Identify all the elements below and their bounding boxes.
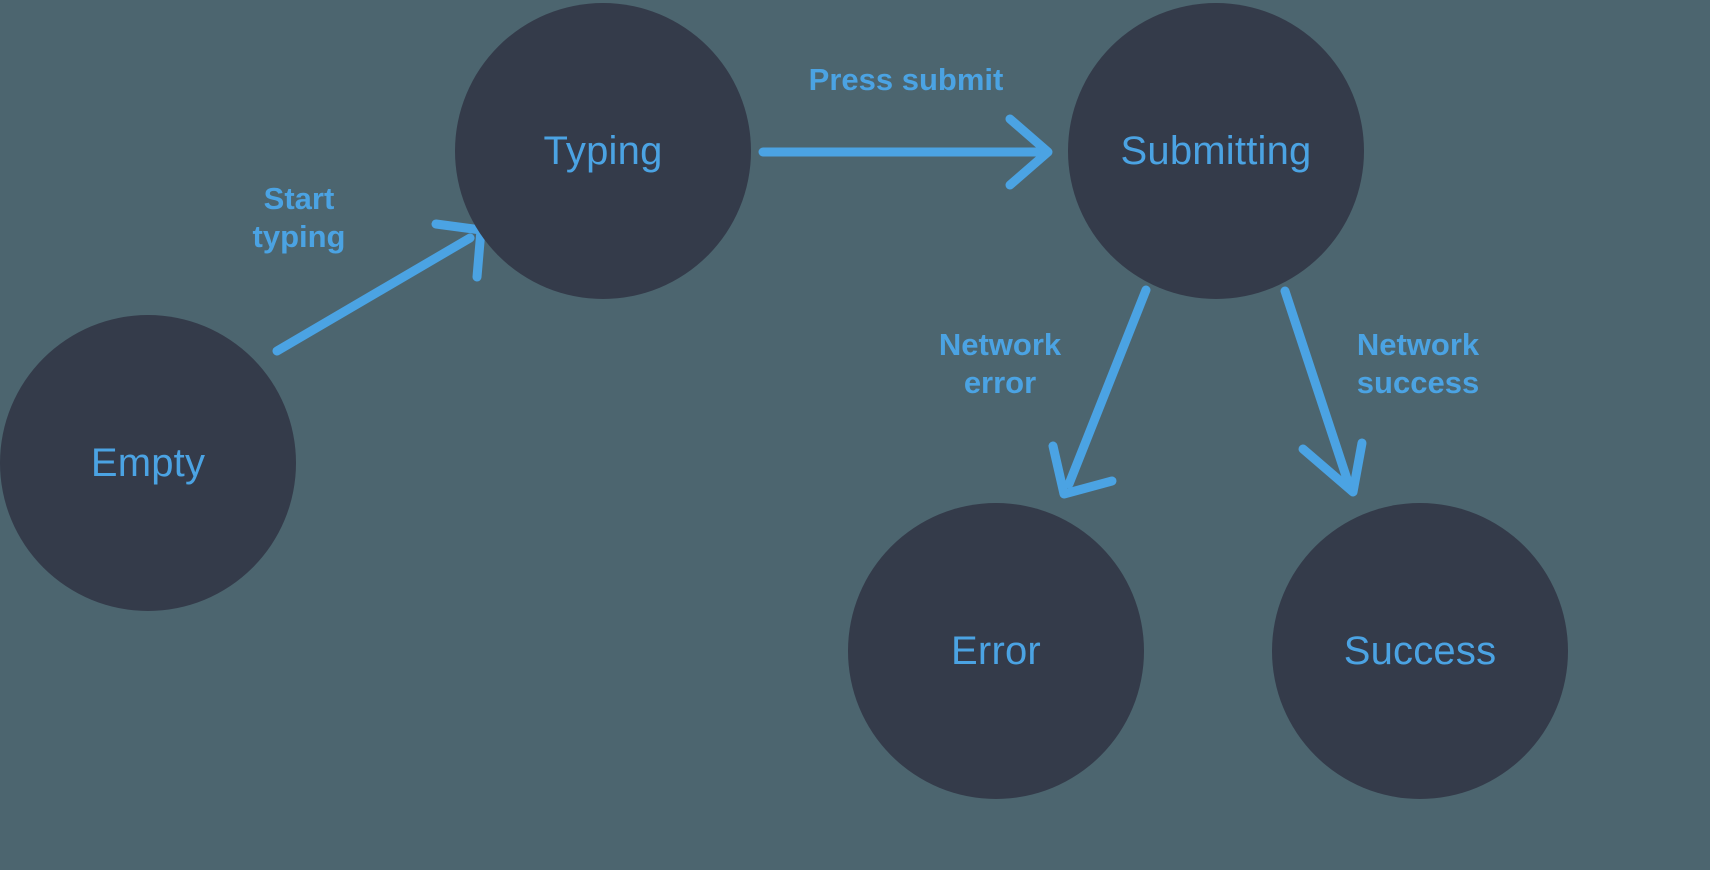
node-label-empty: Empty bbox=[90, 441, 206, 485]
edge-submitting-to-success bbox=[1280, 286, 1367, 497]
node-label-success: Success bbox=[1343, 629, 1497, 673]
edge-submitting-to-error bbox=[1048, 285, 1151, 499]
node-empty[interactable]: Empty bbox=[0, 315, 296, 611]
node-error[interactable]: Error bbox=[848, 503, 1144, 799]
edge-line-submitting-to-success bbox=[1280, 286, 1353, 487]
edge-label-network-error: Network error bbox=[938, 327, 1062, 400]
edge-label-start-typing: Start typing bbox=[252, 181, 346, 254]
node-submitting[interactable]: Submitting bbox=[1068, 3, 1364, 299]
edge-label-press-submit: Press submit bbox=[808, 62, 1004, 98]
node-success[interactable]: Success bbox=[1272, 503, 1568, 799]
edge-typing-to-submitting bbox=[758, 114, 1053, 190]
node-typing[interactable]: Typing bbox=[455, 3, 751, 299]
edge-label-network-success: Network success bbox=[1356, 327, 1480, 400]
node-label-typing: Typing bbox=[543, 129, 663, 173]
arrowhead-typing-to-submitting bbox=[1005, 114, 1053, 190]
arrowhead-empty-to-typing bbox=[431, 219, 486, 282]
arrowhead-submitting-to-error bbox=[1048, 441, 1117, 499]
node-label-error: Error bbox=[951, 629, 1041, 673]
arrowhead-submitting-to-success bbox=[1298, 438, 1367, 497]
edge-line-submitting-to-error bbox=[1064, 285, 1151, 489]
node-label-submitting: Submitting bbox=[1120, 129, 1312, 173]
